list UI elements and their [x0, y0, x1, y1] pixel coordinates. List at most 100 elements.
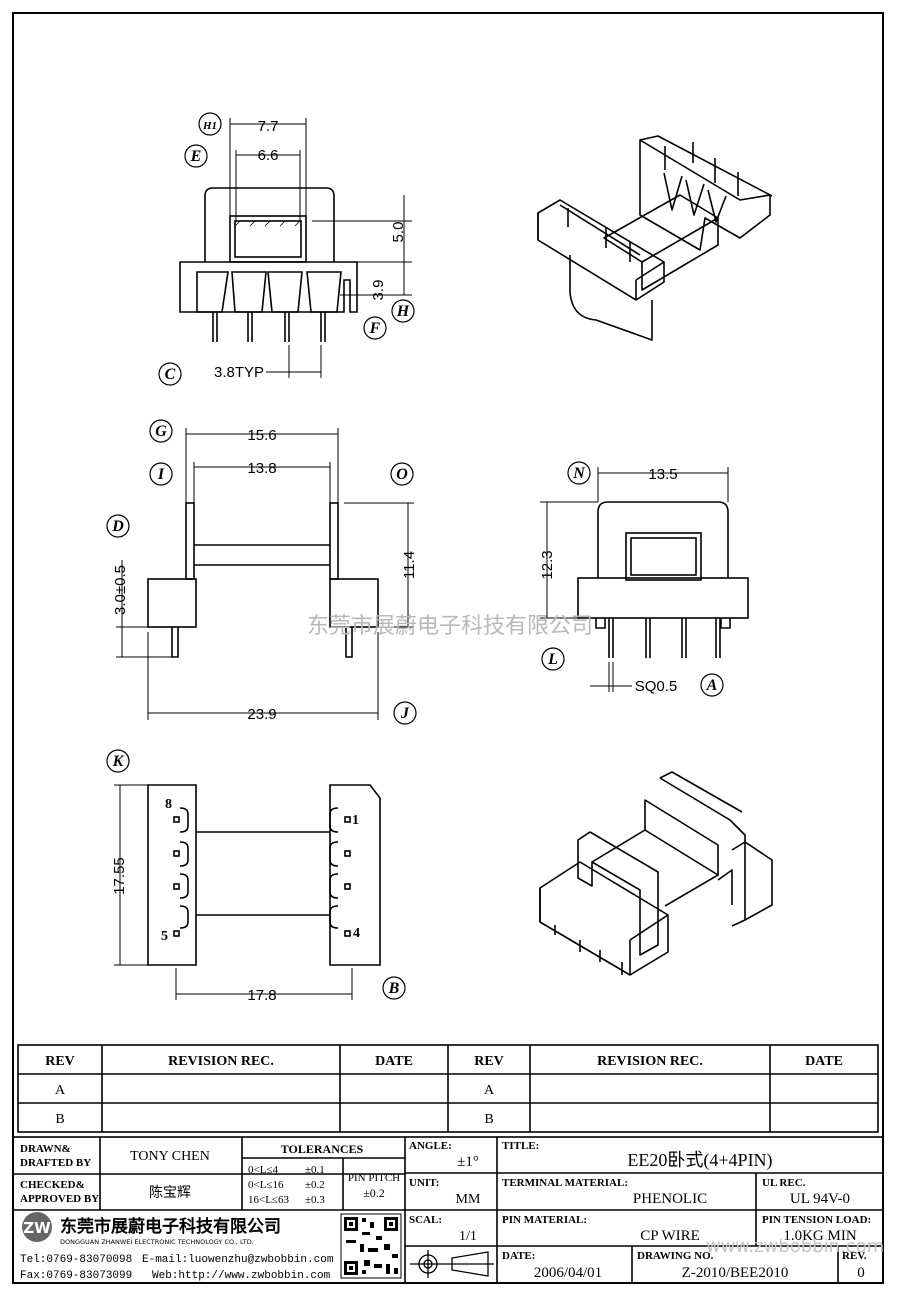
scale-label: SCAL: [409, 1214, 442, 1226]
label-d: D [111, 518, 124, 535]
drawn-label: DRAWN& [20, 1143, 71, 1155]
angle-value: ±1° [457, 1154, 479, 1170]
site-watermark: www.zwbobbin.com [706, 1236, 884, 1257]
front-view-hatch [234, 220, 301, 227]
dim-17-55: 17.55 [111, 857, 128, 895]
pin-pitch-value: ±0.2 [363, 1186, 385, 1200]
tolerance-range-3: 16<L≤63 [248, 1194, 289, 1206]
label-n: N [572, 465, 586, 482]
pin-5: 5 [161, 929, 168, 944]
title-label: TITLE: [502, 1140, 539, 1152]
label-g: G [155, 423, 167, 440]
label-e: E [190, 148, 202, 165]
drafted-label: DRAFTED BY [20, 1157, 91, 1169]
projection-symbol-icon [410, 1250, 494, 1278]
scale-value: 1/1 [459, 1229, 477, 1244]
dim-15-6: 15.6 [247, 427, 276, 444]
pin-8: 8 [165, 797, 172, 812]
title-block [12, 1136, 884, 1284]
iso-view-bottom [539, 771, 773, 976]
label-c: C [165, 366, 176, 383]
company-name-cn: 东莞市展蔚电子科技有限公司 [60, 1216, 281, 1237]
tolerance-range-2: 0<L≤16 [248, 1179, 284, 1191]
dim-11-4: 11.4 [401, 551, 418, 579]
pin-4: 4 [353, 926, 360, 941]
revision-rec-header-1: REVISION REC. [168, 1054, 274, 1069]
pin-tension: 1.0KG MIN [783, 1228, 856, 1244]
unit-value: MM [456, 1192, 481, 1207]
drawn-by: TONY CHEN [130, 1149, 210, 1164]
company-fax: Fax:0769-83073099 [20, 1270, 132, 1282]
unit-label: UNIT: [409, 1177, 439, 1189]
label-h: H [396, 303, 410, 320]
label-b: B [388, 980, 400, 997]
front-view [179, 187, 358, 342]
qr-code-icon [340, 1213, 402, 1279]
company-email: E-mail:luowenzhu@zwbobbin.com [142, 1254, 334, 1266]
side-view-dims [116, 428, 414, 720]
label-k: K [112, 753, 125, 770]
label-f: F [369, 320, 381, 337]
rev-header-2: REV [474, 1054, 504, 1069]
dim-7-7: 7.7 [258, 118, 279, 135]
rev-row-b-right: B [484, 1112, 493, 1127]
rev-label: REV. [842, 1250, 867, 1262]
side-view [147, 502, 379, 658]
approved-label: APPROVED BY [20, 1193, 99, 1205]
date-value: 2006/04/01 [534, 1265, 602, 1281]
label-l: L [547, 651, 558, 668]
label-i: I [157, 466, 165, 483]
dim-13-8: 13.8 [247, 460, 276, 477]
pin-material-label: PIN MATERIAL: [502, 1214, 587, 1226]
drawing-no: Z-2010/BEE2010 [682, 1265, 789, 1281]
label-o: O [396, 466, 408, 483]
approved-by: 陈宝辉 [149, 1184, 191, 1201]
tolerance-value-1: ±0.1 [305, 1164, 325, 1176]
tolerance-range-1: 0<L≤4 [248, 1164, 278, 1176]
terminal-material: PHENOLIC [633, 1191, 707, 1207]
iso-view-top [537, 135, 773, 341]
pin-material: CP WIRE [640, 1228, 700, 1244]
svg-text:ZW: ZW [23, 1219, 51, 1237]
ul-rec: UL 94V-0 [790, 1191, 850, 1207]
dim-17-8: 17.8 [247, 987, 276, 1004]
front-view-dims [229, 118, 412, 378]
date-header-1: DATE [375, 1054, 413, 1069]
dim-3-0: 3.0±0.5 [112, 565, 129, 615]
end-view-dims [540, 467, 729, 692]
tolerance-value-2: ±0.2 [305, 1179, 325, 1191]
dim-6-6: 6.6 [258, 147, 279, 164]
plan-view [147, 784, 381, 966]
label-circles [106, 112, 724, 1000]
plan-view-dims [114, 784, 353, 1000]
rev-row-a-left: A [55, 1083, 66, 1098]
rev-value: 0 [857, 1265, 865, 1281]
date-label: DATE: [502, 1250, 535, 1262]
ul-rec-label: UL REC. [762, 1177, 806, 1189]
company-tel: Tel:0769-83070098 [20, 1254, 132, 1266]
rev-row-a-right: A [484, 1083, 495, 1098]
dim-3-9: 3.9 [370, 280, 387, 301]
pin-tension-label: PIN TENSION LOAD: [762, 1214, 871, 1226]
dim-12-3: 12.3 [539, 550, 556, 579]
revision-rec-header-2: REVISION REC. [597, 1054, 703, 1069]
dim-23-9: 23.9 [247, 706, 276, 723]
drawing-no-label: DRAWING NO. [637, 1250, 714, 1262]
rev-header-1: REV [45, 1054, 75, 1069]
dim-sq0-5: SQ0.5 [635, 678, 678, 695]
end-view [577, 501, 749, 658]
company-watermark: 东莞市展蔚电子科技有限公司 [307, 614, 593, 639]
drawing-title: EE20卧式(4+4PIN) [627, 1150, 772, 1171]
tolerance-value-3: ±0.3 [305, 1194, 325, 1206]
label-h1: H1 [202, 120, 217, 132]
revision-table [17, 1044, 879, 1133]
dim-5-0: 5.0 [390, 222, 407, 243]
company-web: Web:http://www.zwbobbin.com [152, 1270, 331, 1282]
company-name-en: DONGGUAN ZHANWEI ELECTRONIC TECHNOLOGY C… [60, 1238, 254, 1246]
label-a: A [706, 677, 718, 694]
date-header-2: DATE [805, 1054, 843, 1069]
angle-label: ANGLE: [409, 1140, 452, 1152]
tolerances-label: TOLERANCES [281, 1142, 364, 1156]
